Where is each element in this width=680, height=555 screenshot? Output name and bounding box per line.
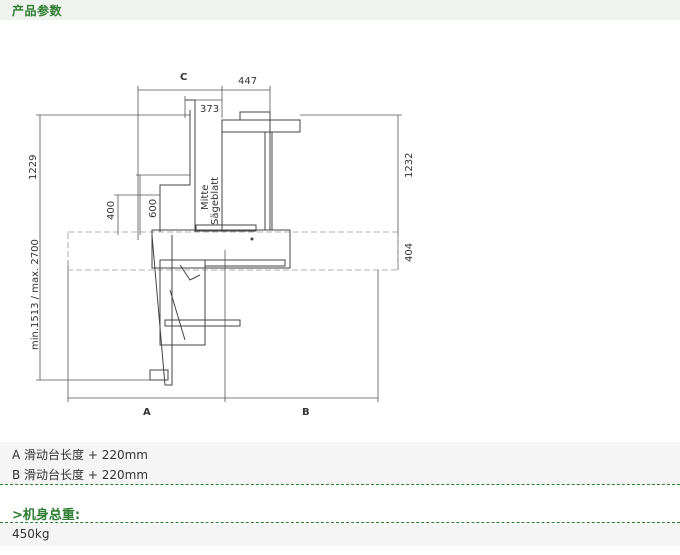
label-b: B bbox=[302, 407, 310, 418]
label-400: 400 bbox=[106, 201, 117, 220]
page-title: 产品参数 bbox=[12, 4, 63, 18]
spec-row-a: A 滑动台长度 + 220mm bbox=[12, 448, 148, 462]
label-447: 447 bbox=[238, 76, 257, 87]
label-c: C bbox=[180, 72, 187, 83]
technical-drawing: C 447 373 400 600 1229 1232 404 Mitte Sä… bbox=[28, 72, 415, 418]
label-1232: 1232 bbox=[404, 153, 415, 178]
label-saegeblatt: Sägeblatt bbox=[210, 177, 221, 225]
weight-section-title: >机身总重: bbox=[12, 508, 81, 523]
table-outline bbox=[67, 231, 399, 271]
sliding-table bbox=[151, 229, 291, 269]
divider bbox=[0, 484, 680, 485]
divider bbox=[0, 522, 680, 523]
spec-row-b: B 滑动台长度 + 220mm bbox=[12, 468, 149, 482]
label-404: 404 bbox=[404, 243, 415, 262]
label-mitte: Mitte bbox=[200, 185, 211, 210]
label-600: 600 bbox=[148, 199, 159, 218]
label-373: 373 bbox=[200, 104, 219, 115]
label-1229: 1229 bbox=[28, 155, 39, 180]
label-minmax: min.1513 / max. 2700 bbox=[30, 239, 41, 350]
label-a: A bbox=[143, 407, 151, 418]
blade-guard bbox=[221, 119, 271, 231]
spec-list: A 滑动台长度 + 220mm B 滑动台长度 + 220mm bbox=[0, 442, 680, 484]
weight-row: 450kg bbox=[0, 524, 680, 546]
weight-value: 450kg bbox=[12, 527, 50, 541]
header-bar: 产品参数 bbox=[0, 0, 680, 20]
